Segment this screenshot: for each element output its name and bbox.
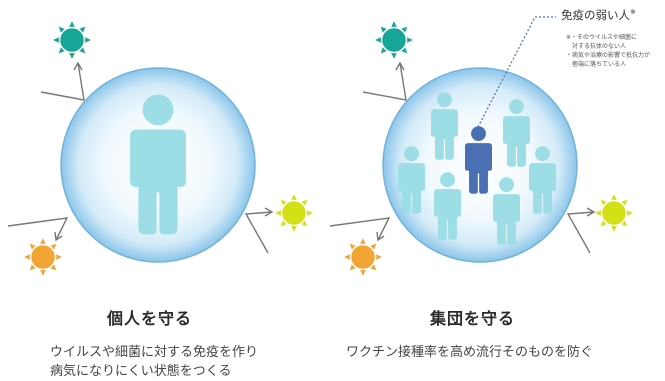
footnote-line: ・病気や治療の影響で抵抗力が <box>566 52 651 59</box>
deflect-arrows <box>7 61 274 254</box>
deflect-arrows <box>329 61 596 254</box>
virus-orange-icon <box>24 238 62 276</box>
callout-label: 免疫の弱い人※ <box>561 7 636 23</box>
panel-title-group: 集団を守る <box>430 309 516 328</box>
left-panel-illustration <box>7 21 313 276</box>
right-panel-illustration <box>329 16 633 276</box>
footnote-line: 極端に落ちている人 <box>566 61 627 68</box>
virus-yellow-icon <box>275 194 313 232</box>
callout-footnote-mark: ※ <box>630 8 636 17</box>
footnote-list: ※・そのウイルスや細菌に 対する抗体のない人 ・病気や治療の影響で抵抗力が 極端… <box>566 33 650 69</box>
panel-title-individual: 個人を守る <box>107 309 193 328</box>
panel-description-group: ワクチン接種率を高め流行そのものを防ぐ <box>346 343 593 362</box>
virus-teal-icon <box>375 21 413 59</box>
virus-yellow-icon <box>595 194 633 232</box>
virus-orange-icon <box>344 238 382 276</box>
virus-teal-icon <box>53 21 91 59</box>
description-line: ワクチン接種率を高め流行そのものを防ぐ <box>346 345 594 360</box>
callout-label-text: 免疫の弱い人 <box>561 8 630 22</box>
footnote-line: ※・そのウイルスや細菌に <box>566 34 638 41</box>
panel-description-individual: ウイルスや細菌に対する免疫を作り 病気になりにくい状態をつくる <box>50 343 258 381</box>
description-line: ウイルスや細菌に対する免疫を作り <box>50 345 259 360</box>
description-line: 病気になりにくい状態をつくる <box>50 364 232 379</box>
callout-leader-line <box>477 16 556 128</box>
footnote-line: 対する抗体のない人 <box>566 43 627 50</box>
